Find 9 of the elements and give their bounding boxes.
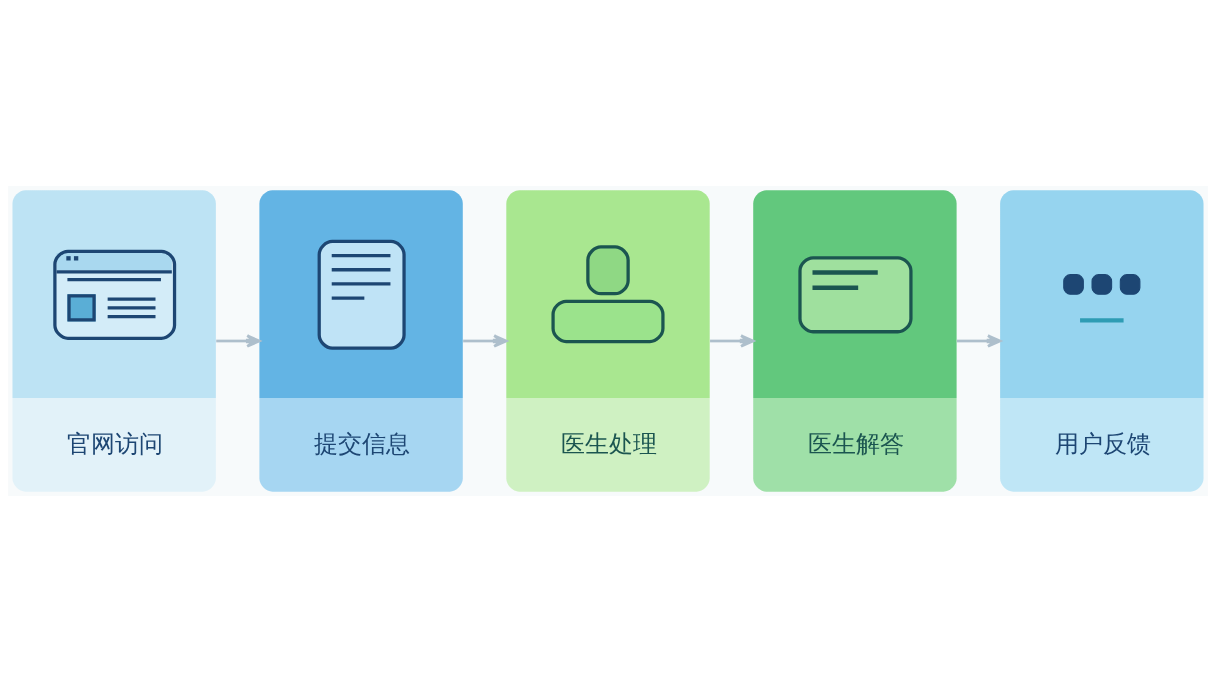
node-box: 官网访问 [12, 190, 216, 492]
node-box: 用户反馈 [1000, 190, 1204, 492]
node-box: 提交信息 [259, 190, 463, 492]
arrow [956, 334, 1002, 348]
node-box: 医生解答 [753, 190, 957, 492]
node-box: 医生处理 [506, 190, 710, 492]
arrow [710, 334, 755, 348]
arrow [463, 334, 508, 348]
arrow [216, 334, 261, 348]
